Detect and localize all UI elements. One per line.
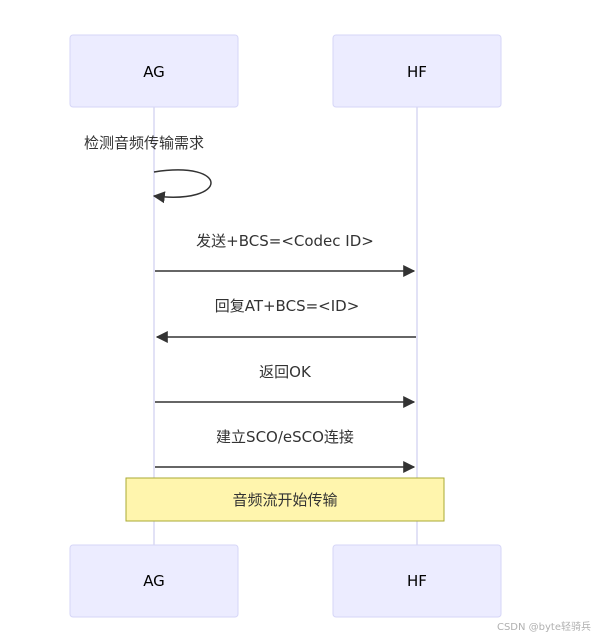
actor-hf-top-label: HF [407, 63, 427, 81]
message-3-label: 返回OK [259, 363, 312, 381]
note-label: 音频流开始传输 [232, 491, 337, 509]
message-2-label: 回复AT+BCS=<ID> [215, 297, 360, 315]
self-message-arrow [152, 169, 212, 204]
actor-hf-bottom: HF [332, 544, 502, 618]
actor-ag-top-label: AG [143, 63, 165, 81]
message-1-label: 发送+BCS=<Codec ID> [196, 232, 374, 250]
message-4-label: 建立SCO/eSCO连接 [216, 428, 354, 446]
actor-hf-top: HF [332, 34, 502, 108]
note: 音频流开始传输 [125, 477, 445, 522]
actor-ag-top: AG [69, 34, 239, 108]
self-message-label: 检测音频传输需求 [84, 134, 204, 152]
watermark: CSDN @byte轻骑兵 [496, 622, 591, 633]
actor-ag-bottom: AG [69, 544, 239, 618]
actor-hf-bottom-label: HF [407, 572, 427, 590]
actor-ag-bottom-label: AG [143, 572, 165, 590]
